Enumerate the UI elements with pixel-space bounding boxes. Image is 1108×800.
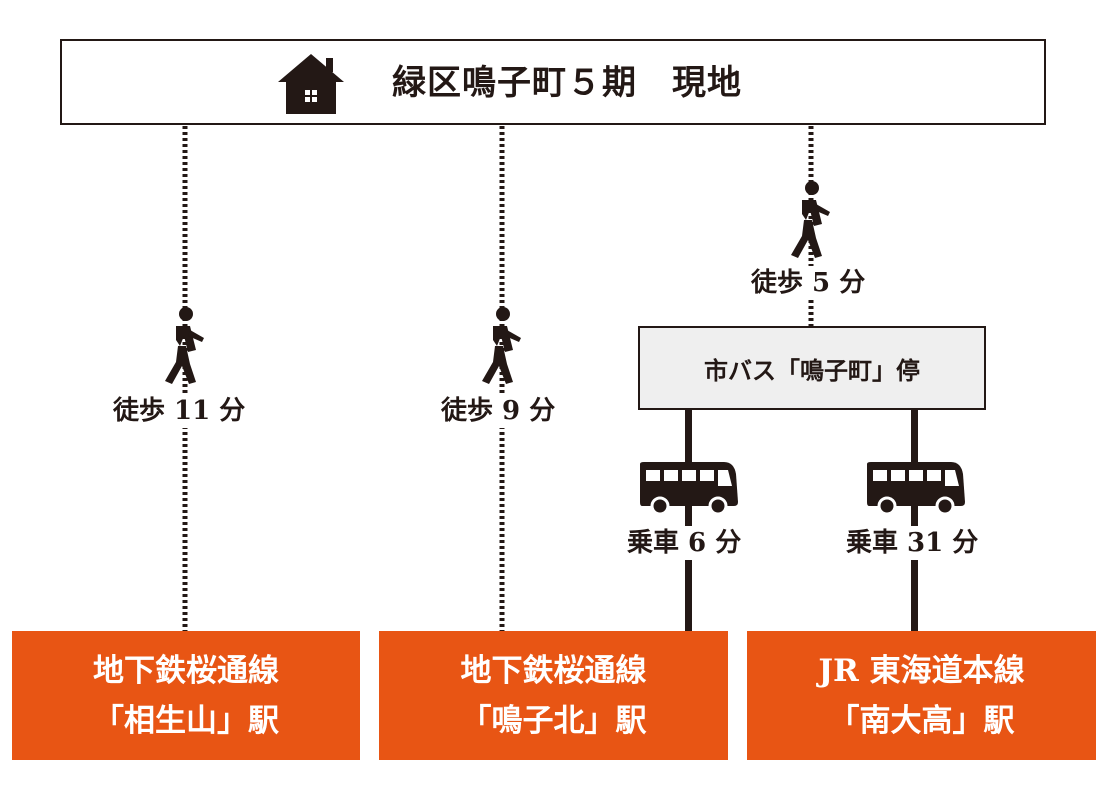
walking-person-icon xyxy=(482,307,521,384)
walking-person-icon xyxy=(791,181,830,258)
walk-path-narukokita xyxy=(499,126,505,631)
station-aioiyama: 地下鉄桜通線 「相生山」駅 xyxy=(12,631,360,760)
station-name: 「南大高」駅 xyxy=(828,702,1015,739)
bus-icon xyxy=(640,462,738,516)
bus-icon xyxy=(867,462,965,516)
walk-time-label: 徒歩 5 分 xyxy=(748,266,869,300)
station-name: 「相生山」駅 xyxy=(93,702,279,739)
page-title: 緑区鳴子町５期 現地 xyxy=(392,63,742,103)
bus-path-minamiodaka xyxy=(911,410,918,631)
bus-stop-label: 市バス「鳴子町」停 xyxy=(704,355,920,385)
bus-stop-box: 市バス「鳴子町」停 xyxy=(638,326,986,410)
station-line: 地下鉄桜通線 xyxy=(93,652,279,689)
walk-path-aioiyama xyxy=(182,126,188,631)
station-line: JR 東海道本線 xyxy=(818,652,1025,689)
walk-time-label: 徒歩 9 分 xyxy=(438,394,559,428)
bus-path-narukokita xyxy=(685,410,692,631)
bus-time-label: 乗車 31 分 xyxy=(843,526,982,560)
station-name: 「鳴子北」駅 xyxy=(460,702,647,739)
walk-time-label: 徒歩 11 分 xyxy=(110,394,249,428)
station-narukokita: 地下鉄桜通線 「鳴子北」駅 xyxy=(379,631,728,760)
walking-person-icon xyxy=(165,307,204,384)
station-minamiodaka: JR 東海道本線 「南大高」駅 xyxy=(747,631,1096,760)
bus-time-label: 乗車 6 分 xyxy=(624,526,745,560)
station-line: 地下鉄桜通線 xyxy=(460,652,647,689)
destination-header: 緑区鳴子町５期 現地 xyxy=(60,39,1046,125)
house-icon xyxy=(278,54,344,114)
